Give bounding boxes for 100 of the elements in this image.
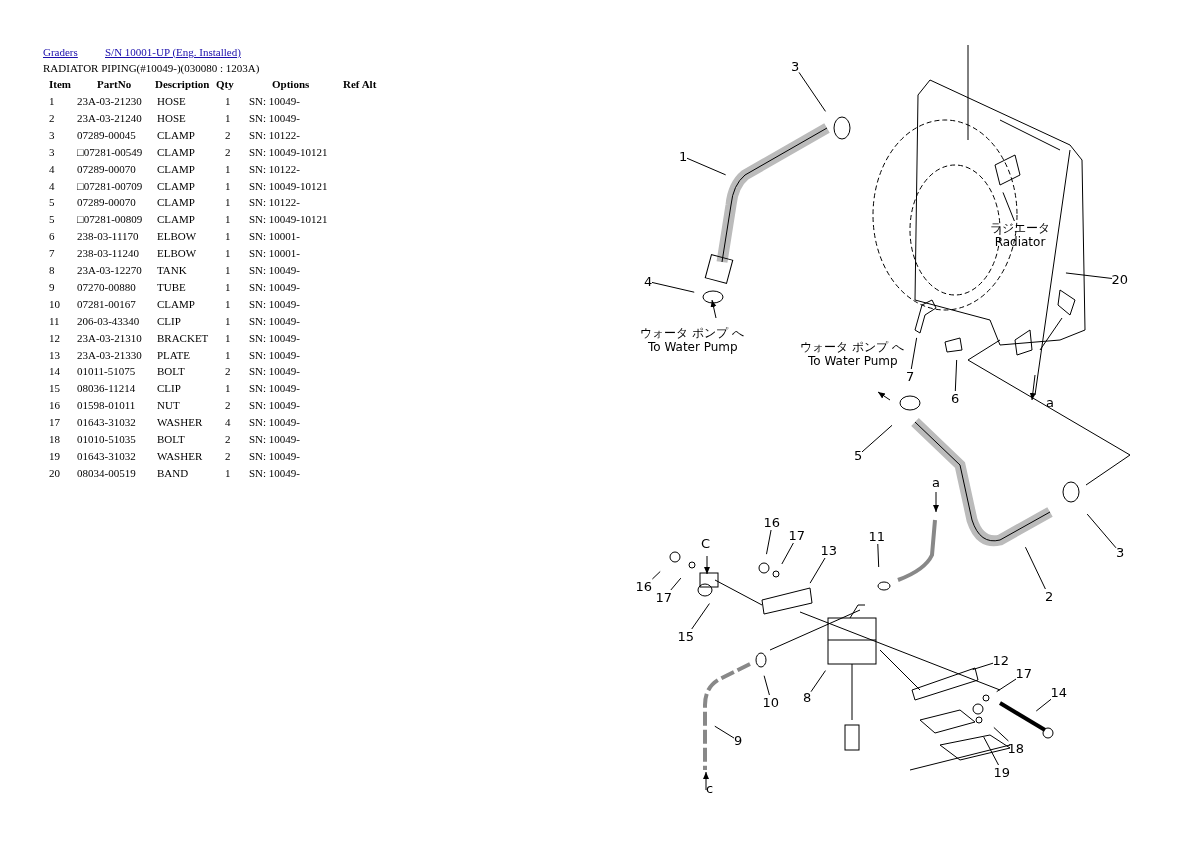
leader-line — [1002, 191, 1015, 222]
callout-number: 3 — [791, 58, 800, 74]
quantity: 2 — [225, 127, 231, 142]
item-number: 8 — [49, 263, 55, 277]
quantity: 2 — [225, 364, 231, 379]
section-title: RADIATOR PIPING(#10049-)(030080 : 1203A) — [43, 61, 260, 75]
callout-number: 5 — [854, 447, 863, 463]
item-number: 9 — [49, 279, 55, 294]
quantity: 2 — [225, 448, 231, 463]
quantity: 1 — [225, 212, 231, 227]
part-description: CLAMP — [157, 212, 195, 227]
serial-range: SN: 10049- — [249, 398, 301, 413]
part-number: 07289-00070 — [77, 195, 136, 210]
part-number: 238-03-11240 — [77, 246, 139, 261]
note-text: ウォータ ポンプ へ — [800, 340, 904, 354]
part-number: 01598-01011 — [77, 398, 136, 413]
quantity: 1 — [225, 330, 231, 345]
note-text: To Water Pump — [648, 340, 738, 354]
leader-line — [763, 675, 770, 696]
part-number: 206-03-43340 — [77, 313, 140, 328]
leader-line — [910, 337, 918, 370]
part-description: CLAMP — [157, 144, 195, 159]
item-number: 7 — [49, 246, 55, 261]
connection-mark: a — [932, 475, 940, 490]
callout-number: 7 — [906, 368, 915, 384]
serial-range: SN: 10122- — [249, 161, 301, 176]
item-number: 1 — [49, 94, 55, 108]
quantity: 1 — [225, 347, 231, 362]
part-description: CLAMP — [157, 161, 195, 176]
part-description: WASHER — [157, 415, 203, 430]
leader-line — [691, 603, 710, 630]
leader-line — [686, 157, 727, 176]
connection-mark: C — [701, 536, 711, 551]
leader-line — [1065, 272, 1113, 279]
part-description: CLAMP — [157, 178, 195, 193]
serial-range: SN: 10049- — [249, 432, 301, 446]
part-description: CLIP — [157, 313, 181, 328]
part-description: BRACKET — [157, 330, 209, 345]
item-number: 17 — [49, 415, 60, 430]
item-number: 14 — [49, 364, 60, 379]
item-number: 4 — [49, 161, 55, 176]
part-description: TANK — [157, 263, 187, 277]
part-description: WASHER — [157, 448, 203, 463]
item-number: 20 — [49, 465, 60, 480]
item-number: 5 — [49, 212, 55, 227]
serial-range: SN: 10049- — [249, 313, 301, 328]
callout-number: 2 — [1045, 588, 1054, 604]
quantity: 1 — [225, 94, 231, 108]
part-number: 01011-51075 — [77, 364, 136, 379]
column-header: Description — [155, 77, 210, 91]
part-number: 07281-00167 — [77, 296, 136, 311]
item-number: 5 — [49, 195, 55, 210]
callout-number: 6 — [951, 390, 960, 406]
part-description: CLIP — [157, 381, 181, 396]
part-description: NUT — [157, 398, 180, 413]
serial-range: SN: 10122- — [249, 127, 301, 142]
item-number: 18 — [49, 432, 60, 446]
item-number: 13 — [49, 347, 60, 362]
leader-line — [810, 670, 826, 693]
part-number: 01643-31032 — [77, 448, 136, 463]
part-description: TUBE — [157, 279, 186, 294]
quantity: 1 — [225, 178, 231, 193]
item-number: 12 — [49, 330, 60, 345]
quantity: 2 — [225, 144, 231, 159]
leader-line — [651, 571, 661, 580]
quantity: 1 — [225, 381, 231, 396]
part-description: ELBOW — [157, 229, 197, 244]
item-number: 3 — [49, 127, 55, 142]
callout-number: 4 — [644, 273, 653, 289]
part-number: 08034-00519 — [77, 465, 136, 480]
column-header: Options — [272, 77, 310, 91]
column-header: PartNo — [97, 77, 132, 91]
part-name: ラジエータ Radiator — [990, 221, 1050, 249]
leader-line — [1035, 698, 1052, 712]
serial-range: SN: 10122- — [249, 195, 301, 210]
item-number: 4 — [49, 178, 55, 193]
item-number: 2 — [49, 110, 55, 125]
item-number: 15 — [49, 381, 60, 396]
callout-number: 8 — [803, 689, 812, 705]
part-description: BAND — [157, 465, 189, 480]
callout-number: 14 — [1050, 684, 1068, 700]
part-number: 07289-00070 — [77, 161, 136, 176]
part-description: ELBOW — [157, 246, 197, 261]
quantity: 1 — [225, 263, 231, 277]
part-number: □07281-00709 — [77, 178, 143, 193]
serial-range: SN: 10049- — [249, 110, 301, 125]
part-number: 01010-51035 — [77, 432, 136, 446]
serial-range: SN: 10049- — [249, 448, 301, 463]
leader-line — [781, 542, 794, 565]
leader-line — [1086, 513, 1117, 549]
item-number: 11 — [49, 313, 60, 328]
note-text: To Water Pump — [808, 354, 898, 368]
callout-number: 16 — [763, 514, 781, 530]
callout-number: 19 — [993, 764, 1011, 780]
quantity: 1 — [225, 279, 231, 294]
callout-number: 16 — [635, 578, 653, 594]
quantity: 2 — [225, 432, 231, 446]
serial-range: SN: 10049- — [249, 415, 301, 430]
callout-number: 20 — [1111, 271, 1129, 287]
serial-range: SN: 10049- — [249, 381, 301, 396]
